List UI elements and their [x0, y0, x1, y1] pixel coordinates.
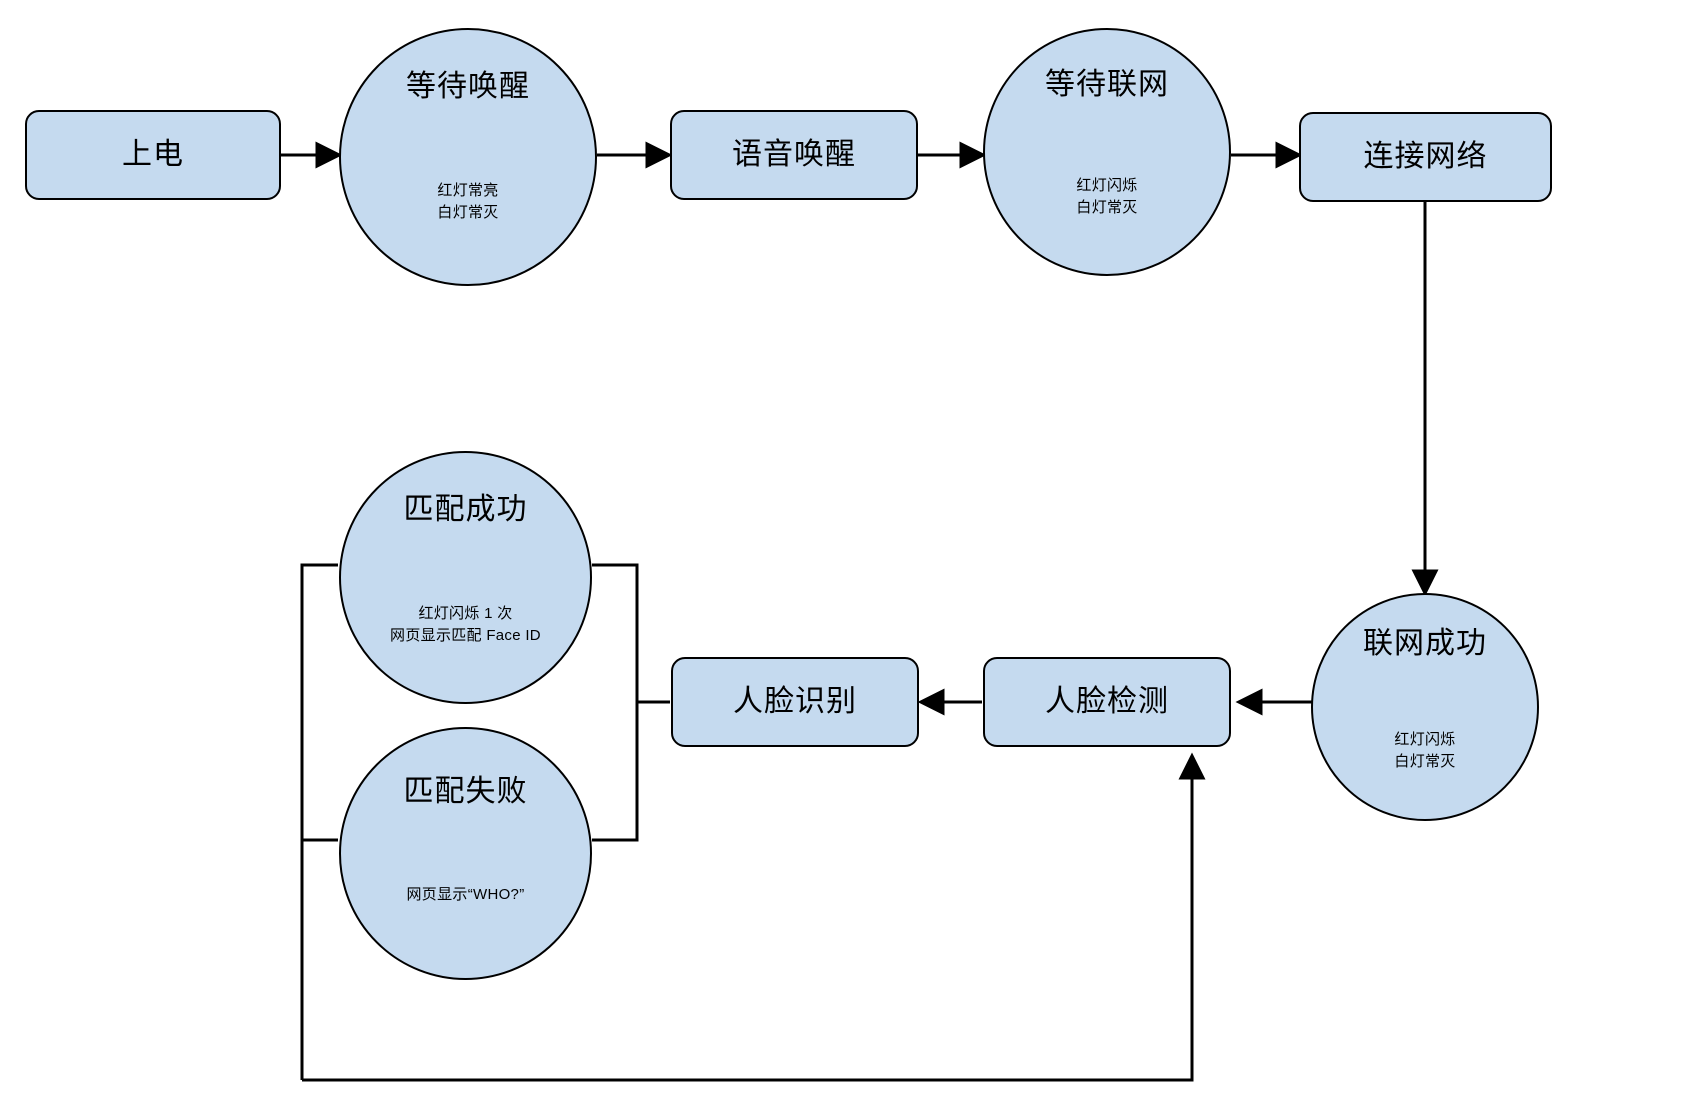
node-match-success[interactable]: 匹配成功 红灯闪烁 1 次 网页显示匹配 Face ID — [339, 451, 592, 704]
node-voice-wakeup-title: 语音唤醒 — [732, 137, 856, 171]
node-wait-wakeup[interactable]: 等待唤醒 红灯常亮 白灯常灭 — [339, 28, 597, 286]
edge-return-to-face-detect — [302, 752, 1206, 1082]
node-match-fail[interactable]: 匹配失败 网页显示“WHO?” — [339, 727, 592, 980]
node-power-on-title: 上电 — [122, 137, 184, 171]
node-face-recognize-title: 人脸识别 — [733, 684, 857, 718]
node-power-on[interactable]: 上电 — [25, 110, 281, 200]
node-face-recognize[interactable]: 人脸识别 — [671, 657, 919, 747]
edge-match-success-left-tail — [300, 563, 338, 1080]
node-face-detect[interactable]: 人脸检测 — [983, 657, 1231, 747]
node-network-success[interactable]: 联网成功 红灯闪烁 白灯常灭 — [1311, 593, 1539, 821]
node-wait-wakeup-sub: 红灯常亮 白灯常灭 — [437, 182, 499, 221]
node-connect-network-title: 连接网络 — [1363, 139, 1488, 173]
node-wait-wakeup-title: 等待唤醒 — [406, 70, 530, 103]
node-wait-network-sub: 红灯闪烁 白灯常灭 — [1076, 177, 1138, 216]
node-match-success-title: 匹配成功 — [403, 493, 528, 526]
node-network-success-sub: 红灯闪烁 白灯常灭 — [1394, 731, 1456, 770]
node-match-fail-title: 匹配失败 — [403, 775, 528, 808]
node-voice-wakeup[interactable]: 语音唤醒 — [670, 110, 918, 200]
node-connect-network[interactable]: 连接网络 — [1299, 112, 1552, 202]
node-match-fail-sub: 网页显示“WHO?” — [406, 886, 525, 903]
node-wait-network[interactable]: 等待联网 红灯闪烁 白灯常灭 — [983, 28, 1231, 276]
edge-face-recognize-branch-trunk — [592, 563, 670, 704]
node-match-success-sub: 红灯闪烁 1 次 网页显示匹配 Face ID — [390, 605, 541, 644]
node-face-detect-title: 人脸检测 — [1045, 684, 1169, 718]
edge-face-recognize-branch-trunk-lower — [592, 702, 639, 842]
node-wait-network-title: 等待联网 — [1045, 68, 1169, 101]
node-network-success-title: 联网成功 — [1363, 627, 1487, 660]
